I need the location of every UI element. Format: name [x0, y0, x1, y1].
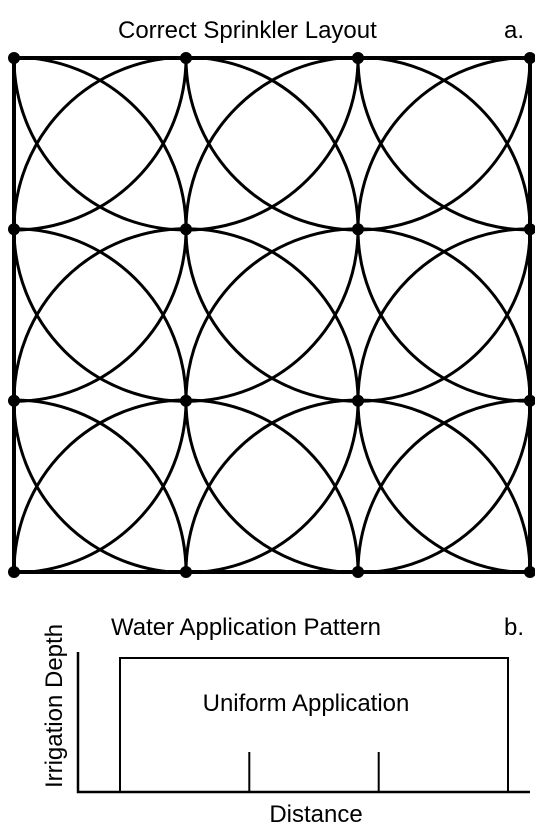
- sprinkler-position-markers: [248, 752, 380, 792]
- panel-b-title: Water Application Pattern: [111, 614, 381, 641]
- uniform-application-label: Uniform Application: [203, 690, 410, 717]
- application-chart: Uniform Application: [76, 652, 530, 794]
- layout-border: [12, 56, 532, 574]
- panel-a-title: Correct Sprinkler Layout: [118, 17, 377, 44]
- sprinkler-head: [352, 394, 364, 407]
- panel-a-letter: a.: [504, 17, 524, 44]
- uniform-application-bar: [119, 657, 509, 793]
- panel-b-letter: b.: [504, 614, 524, 641]
- chart-axes: [76, 652, 530, 794]
- x-axis-label: Distance: [269, 801, 362, 828]
- sprinkler-head: [352, 223, 364, 236]
- sprinkler-heads: [8, 52, 535, 578]
- sprinkler-head: [180, 223, 192, 236]
- sprinkler-layout: [8, 52, 535, 578]
- y-axis-label: Irrigation Depth: [41, 624, 68, 788]
- sprinkler-head: [180, 394, 192, 407]
